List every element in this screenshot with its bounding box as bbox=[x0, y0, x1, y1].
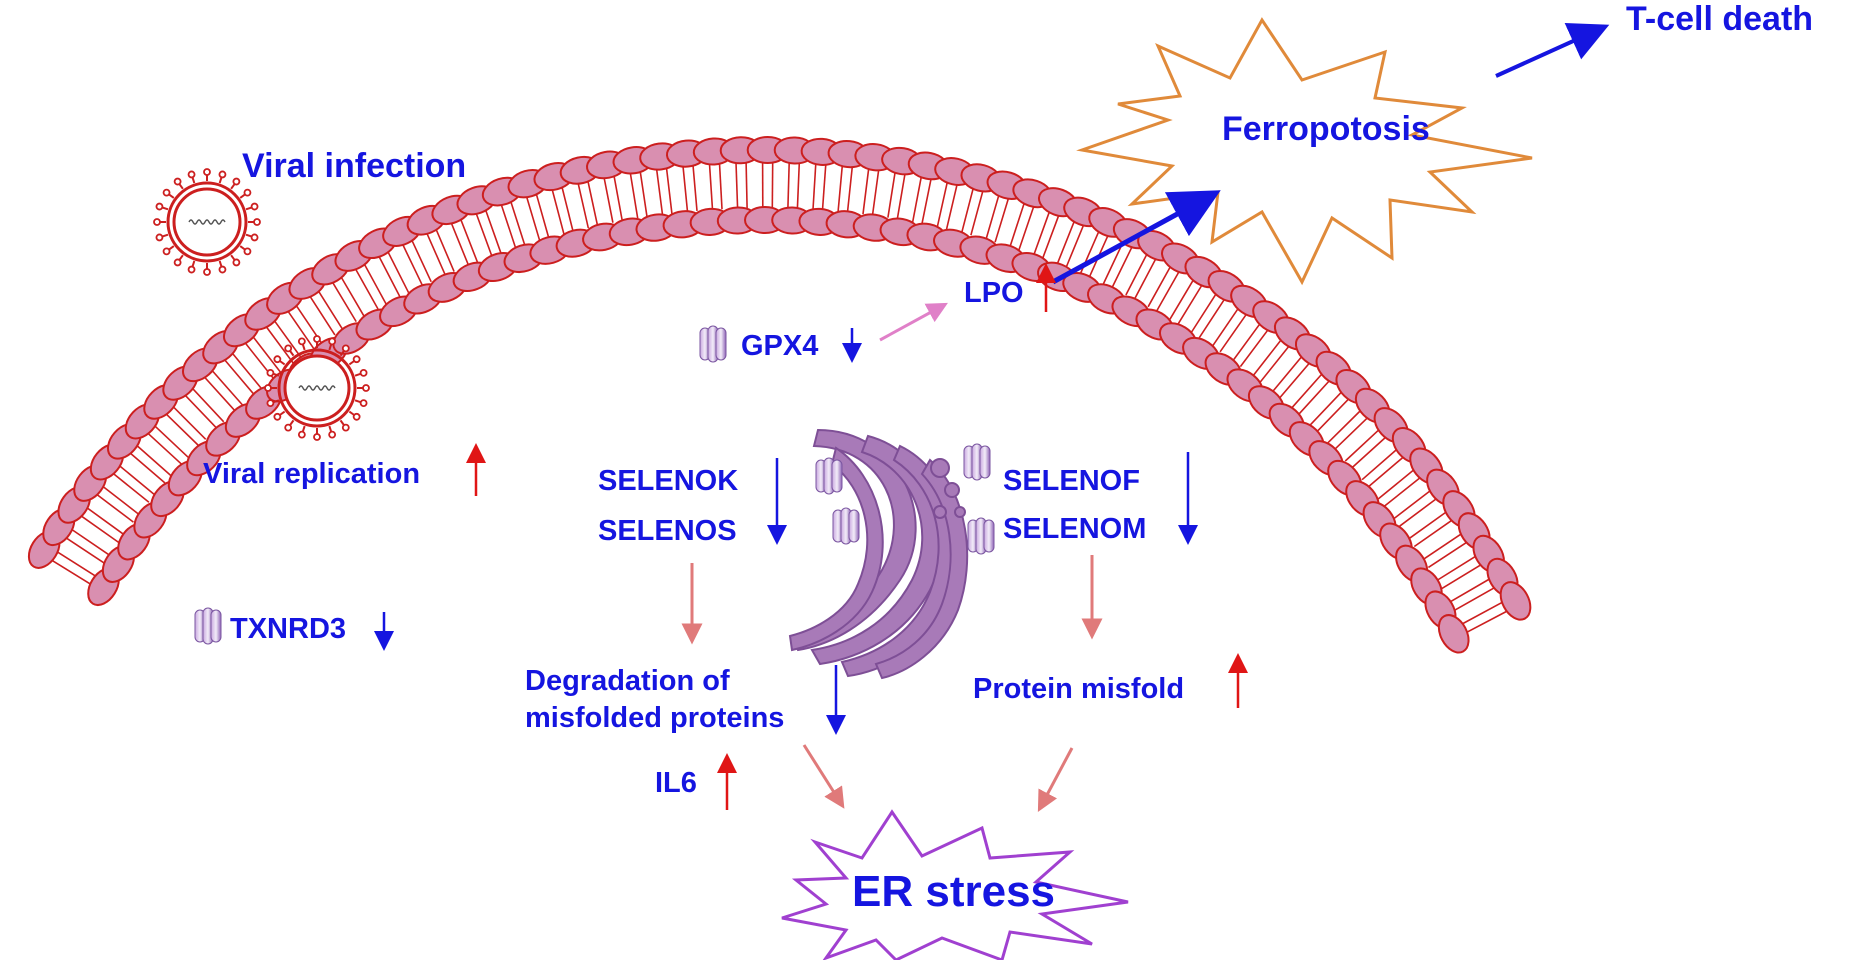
gpx4-protein-icon bbox=[699, 325, 727, 363]
cell-membrane-bilayer bbox=[27, 135, 1532, 654]
il6-label: IL6 bbox=[655, 767, 697, 799]
virus-particle-icon bbox=[153, 168, 261, 276]
selenos-label: SELENOS bbox=[598, 515, 737, 547]
ferroptosis-to-tcell-arrow bbox=[1495, 22, 1610, 78]
er-stress-burst bbox=[781, 809, 1129, 960]
degradation-label-line1: Degradation of bbox=[525, 665, 730, 697]
viral-infection-label: Viral infection bbox=[242, 147, 466, 185]
txnrd3-protein-icon bbox=[194, 607, 222, 645]
viral-replication-label: Viral replication bbox=[203, 458, 420, 490]
misfold-to-er-arrow bbox=[1037, 747, 1074, 812]
protein-misfold-label: Protein misfold bbox=[973, 673, 1184, 705]
selenok-protein-icon bbox=[815, 457, 843, 495]
endoplasmic-reticulum-icon bbox=[788, 428, 969, 680]
degradation-label-line2: misfolded proteins bbox=[525, 702, 784, 734]
txnrd3-label: TXNRD3 bbox=[230, 613, 346, 645]
virus-particle-icon bbox=[264, 335, 370, 441]
selenof-label: SELENOF bbox=[1003, 465, 1140, 497]
er-stress-label: ER stress bbox=[852, 867, 1055, 916]
selenom-protein-icon bbox=[967, 517, 995, 555]
gpx4-to-lpo-arrow bbox=[879, 302, 948, 342]
selenos-protein-icon bbox=[832, 507, 860, 545]
selenof-protein-icon bbox=[963, 443, 991, 481]
ferroptosis-label: Ferropotosis bbox=[1222, 110, 1430, 148]
gpx4-label: GPX4 bbox=[741, 330, 818, 362]
degradation-to-er-arrow bbox=[802, 744, 845, 809]
selenok-label: SELENOK bbox=[598, 465, 738, 497]
selenom-label: SELENOM bbox=[1003, 513, 1146, 545]
lpo-label: LPO bbox=[964, 277, 1024, 309]
lpo-to-ferroptosis-arrow bbox=[1051, 190, 1221, 285]
t-cell-death-label: T-cell death bbox=[1626, 0, 1813, 38]
ferroptosis-burst bbox=[1076, 17, 1533, 286]
